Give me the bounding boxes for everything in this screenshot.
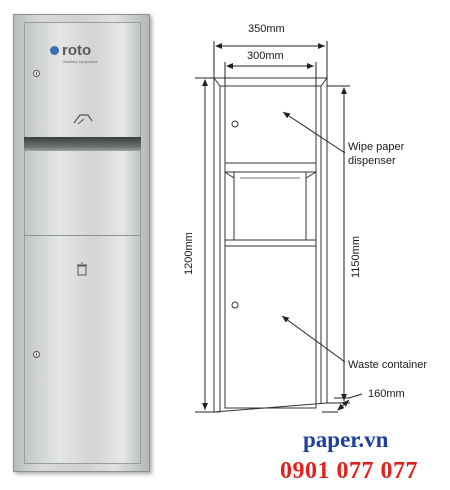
door-divider	[24, 235, 141, 236]
width-350-label: 350mm	[248, 23, 285, 35]
hand-paper-icon	[73, 114, 93, 125]
dispenser-photo: roto Sanitary equipment	[13, 14, 150, 472]
door-lock-icons	[231, 120, 239, 309]
upper-lock-icon	[33, 70, 40, 77]
brand-logo: roto	[50, 42, 91, 59]
paper-slot	[24, 137, 141, 151]
phone-number: 0901 077 077	[280, 458, 418, 484]
brand-tagline: Sanitary equipment	[63, 59, 98, 64]
brand-name: roto	[62, 42, 92, 59]
dispenser-face	[24, 22, 141, 464]
logo-mark-icon	[50, 46, 59, 55]
wipe-paper-label: Wipe paper	[348, 141, 405, 153]
width-300-label: 300mm	[247, 50, 284, 62]
waste-container-label: Waste container	[348, 359, 428, 371]
height-1200-label: 1200mm	[183, 232, 195, 275]
dispenser-label: dispenser	[348, 155, 396, 167]
height-1150-label: 1150mm	[350, 236, 362, 278]
lower-lock-icon	[33, 351, 40, 358]
website-text: paper.vn	[303, 427, 389, 452]
depth-160-label: 160mm	[368, 388, 405, 400]
trash-bin-icon	[77, 262, 87, 276]
